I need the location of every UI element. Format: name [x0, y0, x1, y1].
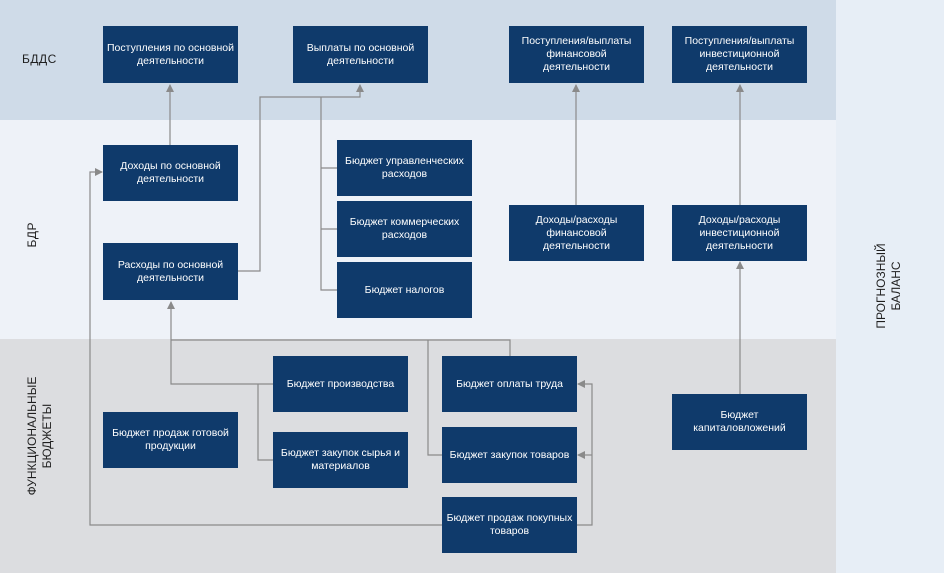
box-goods-purchase-budget: Бюджет закупок товаров [442, 427, 577, 483]
box-sales-finished-budget: Бюджет продаж готовой продукции [103, 412, 238, 468]
forecast-balance-label: ПРОГНОЗНЫЙ БАЛАНС [874, 243, 903, 329]
bdr-label: БДР [25, 222, 39, 248]
line-labor-to-expenses [171, 339, 511, 356]
bracket-expense-budgets [320, 97, 337, 291]
box-materials-budget: Бюджет закупок сырья и материалов [273, 432, 408, 488]
line-goods-purchase-to-expenses [427, 340, 442, 456]
box-goods-sales-budget: Бюджет продаж покупных товаров [442, 497, 577, 553]
functional-budgets-label: ФУНКЦИОНАЛЬНЫЕ БЮДЖЕТЫ [25, 376, 54, 496]
forecast-balance-column [836, 0, 944, 573]
box-inflows-main: Поступления по основной деятельности [103, 26, 238, 83]
box-commercial-budget: Бюджет коммерческих расходов [337, 201, 472, 257]
line-materials-to-production [257, 384, 273, 461]
box-capex-budget: Бюджет капиталовложений [672, 394, 807, 450]
box-fin-income: Доходы/расходы финансовой деятельности [509, 205, 644, 261]
box-admin-budget: Бюджет управленческих расходов [337, 140, 472, 196]
box-income-main: Доходы по основной деятельности [103, 145, 238, 201]
box-fin-flows: Поступления/выплаты финансовой деятельно… [509, 26, 644, 83]
arrow-goods-sales-to-income [89, 168, 442, 526]
box-inv-flows: Поступления/выплаты инвестиционной деяте… [672, 26, 807, 83]
bdds-label: БДДС [22, 52, 57, 66]
box-labor-budget: Бюджет оплаты труда [442, 356, 577, 412]
box-production-budget: Бюджет производства [273, 356, 408, 412]
box-tax-budget: Бюджет налогов [337, 262, 472, 318]
box-payments-main: Выплаты по основной деятельности [293, 26, 428, 83]
arrow-production-to-expenses [167, 301, 273, 385]
arrow-expenses-to-payments [238, 84, 364, 272]
box-expenses-main: Расходы по основной деятельности [103, 243, 238, 300]
box-inv-income: Доходы/расходы инвестиционной деятельнос… [672, 205, 807, 261]
